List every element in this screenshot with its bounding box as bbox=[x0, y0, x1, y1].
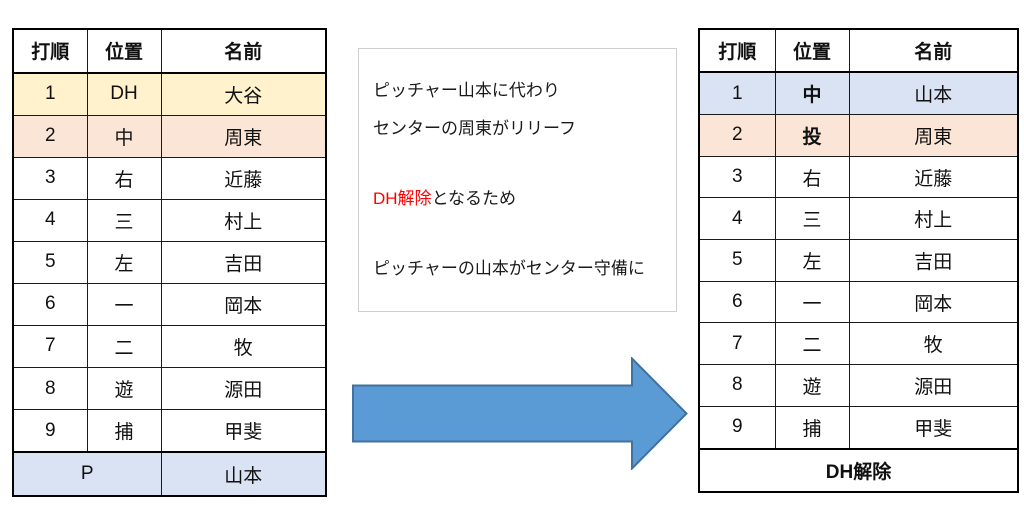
cell-order: 8 bbox=[698, 364, 776, 407]
cell-order: 5 bbox=[698, 239, 776, 282]
table-row: 5 左 吉田 bbox=[12, 240, 327, 284]
table-row: 6 一 岡本 bbox=[698, 280, 1019, 324]
cell-order: 2 bbox=[698, 114, 776, 157]
cell-position: 二 bbox=[774, 322, 850, 366]
cell-order: 6 bbox=[12, 282, 88, 326]
cell-position: DH bbox=[86, 72, 162, 116]
cell-order: 6 bbox=[698, 280, 776, 324]
table-row: 9 捕 甲斐 bbox=[12, 409, 327, 453]
cell-name: 山本 bbox=[848, 71, 1019, 116]
table-footer-row: DH解除 bbox=[698, 447, 1019, 493]
cell-name: 吉田 bbox=[160, 240, 327, 284]
cell-order: 9 bbox=[698, 405, 776, 450]
cell-name: 源田 bbox=[160, 366, 327, 411]
dh-cancel-red-text: DH解除 bbox=[373, 189, 432, 208]
table-row: 4 三 村上 bbox=[12, 198, 327, 242]
table-row: 6 一 岡本 bbox=[12, 282, 327, 326]
right-arrow-shape bbox=[352, 356, 688, 471]
note-line-3: DH解除となるため bbox=[373, 187, 516, 211]
cell-position: 中 bbox=[86, 114, 162, 158]
table-row: 7 二 牧 bbox=[698, 322, 1019, 366]
lineup-table-after: 打順 位置 名前 1 中 山本 2 投 周東 3 右 近藤 4 三 村上 5 左… bbox=[698, 28, 1019, 493]
cell-name: 岡本 bbox=[160, 282, 327, 326]
table-header-row: 打順 位置 名前 bbox=[12, 28, 327, 74]
cell-name: 大谷 bbox=[160, 72, 327, 116]
cell-position: 遊 bbox=[86, 366, 162, 411]
cell-order: 3 bbox=[698, 155, 776, 199]
cell-order: 2 bbox=[12, 114, 88, 158]
cell-position: 三 bbox=[774, 197, 850, 241]
cell-position: 一 bbox=[774, 280, 850, 324]
cell-name: 源田 bbox=[848, 364, 1019, 407]
footer-pitcher-label: P bbox=[12, 451, 162, 497]
cell-order: 1 bbox=[698, 71, 776, 116]
column-header-name: 名前 bbox=[848, 28, 1019, 74]
table-row: 1 DH 大谷 bbox=[12, 72, 327, 116]
cell-position: 左 bbox=[774, 239, 850, 282]
cell-name: 村上 bbox=[848, 197, 1019, 241]
cell-name: 近藤 bbox=[160, 156, 327, 200]
cell-name: 牧 bbox=[160, 324, 327, 369]
table-row: 8 遊 源田 bbox=[12, 366, 327, 411]
cell-order: 3 bbox=[12, 156, 88, 200]
note-line-4: ピッチャーの山本がセンター守備に bbox=[373, 259, 645, 278]
note-line-3-rest: となるため bbox=[431, 189, 517, 208]
cell-position: 右 bbox=[774, 155, 850, 199]
table-header-row: 打順 位置 名前 bbox=[698, 28, 1019, 74]
note-line-2: センターの周東がリリーフ bbox=[373, 119, 576, 138]
table-row: 1 中 山本 bbox=[698, 71, 1019, 116]
cell-order: 4 bbox=[698, 197, 776, 241]
cell-name: 周東 bbox=[160, 114, 327, 158]
note-line-1: ピッチャー山本に代わり bbox=[373, 81, 560, 100]
cell-position: 二 bbox=[86, 324, 162, 369]
cell-order: 4 bbox=[12, 198, 88, 242]
cell-order: 9 bbox=[12, 409, 88, 453]
column-header-position: 位置 bbox=[86, 28, 162, 74]
cell-name: 甲斐 bbox=[848, 405, 1019, 450]
column-header-name: 名前 bbox=[160, 28, 327, 74]
cell-name: 甲斐 bbox=[160, 409, 327, 453]
cell-order: 5 bbox=[12, 240, 88, 284]
cell-order: 7 bbox=[698, 322, 776, 366]
cell-name: 村上 bbox=[160, 198, 327, 242]
table-row: 7 二 牧 bbox=[12, 324, 327, 369]
table-footer-row: P 山本 bbox=[12, 451, 327, 497]
table-row: 4 三 村上 bbox=[698, 197, 1019, 241]
footer-dh-cancel: DH解除 bbox=[698, 447, 1019, 493]
cell-position: 捕 bbox=[86, 409, 162, 453]
cell-position-changed: 投 bbox=[774, 114, 850, 157]
table-row: 8 遊 源田 bbox=[698, 364, 1019, 407]
cell-position: 捕 bbox=[774, 405, 850, 450]
lineup-table-before: 打順 位置 名前 1 DH 大谷 2 中 周東 3 右 近藤 4 三 村上 5 … bbox=[12, 28, 327, 497]
right-arrow bbox=[352, 356, 688, 471]
cell-name: 吉田 bbox=[848, 239, 1019, 282]
cell-position: 三 bbox=[86, 198, 162, 242]
table-row: 3 右 近藤 bbox=[12, 156, 327, 200]
table-row: 9 捕 甲斐 bbox=[698, 405, 1019, 450]
table-row: 3 右 近藤 bbox=[698, 155, 1019, 199]
cell-name: 岡本 bbox=[848, 280, 1019, 324]
column-header-order: 打順 bbox=[12, 28, 88, 74]
footer-pitcher-name: 山本 bbox=[160, 451, 327, 497]
table-row: 2 投 周東 bbox=[698, 114, 1019, 157]
table-row: 5 左 吉田 bbox=[698, 239, 1019, 282]
cell-order: 1 bbox=[12, 72, 88, 116]
cell-position: 右 bbox=[86, 156, 162, 200]
table-row: 2 中 周東 bbox=[12, 114, 327, 158]
cell-name: 近藤 bbox=[848, 155, 1019, 199]
column-header-position: 位置 bbox=[774, 28, 850, 74]
note-box: ピッチャー山本に代わり センターの周東がリリーフ DH解除となるため ピッチャー… bbox=[358, 48, 677, 312]
cell-position: 左 bbox=[86, 240, 162, 284]
cell-position: 一 bbox=[86, 282, 162, 326]
cell-name: 牧 bbox=[848, 322, 1019, 366]
cell-order: 7 bbox=[12, 324, 88, 369]
cell-order: 8 bbox=[12, 366, 88, 411]
cell-position: 遊 bbox=[774, 364, 850, 407]
cell-name: 周東 bbox=[848, 114, 1019, 157]
cell-position-changed: 中 bbox=[774, 71, 850, 116]
column-header-order: 打順 bbox=[698, 28, 776, 74]
